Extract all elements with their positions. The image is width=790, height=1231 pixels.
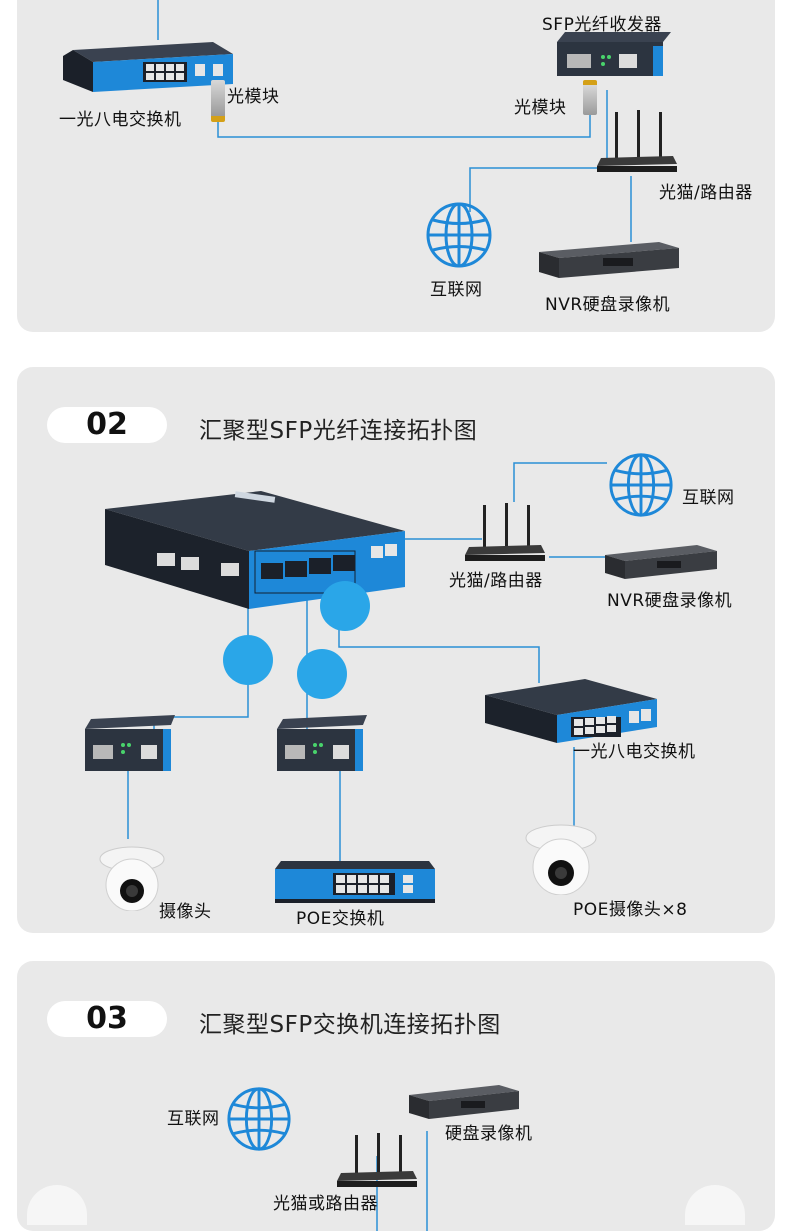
sfp-module-left (211, 80, 225, 122)
sfp-switch-graphic (105, 491, 405, 609)
router-device (597, 110, 677, 176)
router-graphic (337, 1133, 417, 1187)
internet-globe-icon (424, 200, 494, 270)
nvr-label: NVR硬盘录像机 (545, 295, 671, 315)
section-3-card: 03 汇聚型SFP交换机连接拓扑图 互联网 硬盘录像机 (17, 961, 775, 1231)
switch-device-graphic (63, 42, 233, 92)
router-label: 光猫/路由器 (659, 183, 753, 203)
sfp-aggregation-switch (105, 491, 405, 609)
nvr-label: NVR硬盘录像机 (607, 591, 733, 611)
sfp-transceiver-device (557, 32, 671, 76)
poe-switch-graphic (275, 861, 435, 903)
module-right-label: 光模块 (514, 98, 567, 118)
internet-globe-icon (607, 451, 675, 519)
camera-label: 摄像头 (159, 902, 212, 922)
router-device (337, 1133, 417, 1189)
globe-icon (609, 453, 673, 517)
switch-label: 一光八电交换机 (573, 742, 696, 762)
camera-left-graphic (99, 846, 165, 912)
sfp-transceiver-left (85, 715, 175, 771)
sfp-module-pair-2 (297, 649, 347, 699)
module-left-label: 光模块 (227, 87, 280, 107)
nvr-graphic (605, 545, 717, 579)
sfp-module-right (583, 80, 597, 115)
sfp-module-pair-3 (320, 581, 370, 631)
camera-right-graphic (525, 824, 597, 896)
switch-graphic (485, 679, 657, 743)
section-1-wires (157, 0, 632, 242)
router-graphic (597, 110, 677, 172)
section-3-number-pill: 03 (47, 1001, 167, 1037)
router-graphic (465, 503, 545, 561)
globe-icon (227, 1087, 291, 1151)
internet-label: 互联网 (430, 280, 483, 300)
sfp-module-pair-1 (223, 635, 273, 685)
nvr-graphic (539, 242, 679, 278)
dome-camera-right (523, 823, 599, 896)
nvr-device (539, 242, 679, 278)
section-2-card: 02 汇聚型SFP光纤连接拓扑图 (17, 367, 775, 933)
transceiver-left-graphic (85, 715, 175, 771)
section-2-number-pill: 02 (47, 407, 167, 443)
globe-icon (426, 202, 492, 268)
internet-label: 互联网 (167, 1109, 220, 1129)
sfp-transceiver-middle (277, 715, 367, 771)
router-label: 光猫或路由器 (273, 1194, 378, 1214)
transceiver-middle-graphic (277, 715, 367, 771)
nvr-graphic (409, 1085, 519, 1119)
nvr-device (605, 545, 717, 579)
dome-camera-left (97, 845, 167, 912)
internet-globe-icon (225, 1085, 293, 1153)
section-1-card: 一光八电交换机 光模块 SFP光纤收发器 光模块 光猫/路由器 (17, 0, 775, 332)
router-label: 光猫/路由器 (449, 571, 543, 591)
internet-label: 互联网 (682, 488, 735, 508)
section-3-title: 汇聚型SFP交换机连接拓扑图 (199, 1012, 501, 1038)
switch-device (485, 679, 657, 743)
nvr-device (409, 1085, 519, 1119)
poe-switch-device (275, 861, 435, 903)
switch-label: 一光八电交换机 (59, 110, 182, 130)
poe-camera-label: POE摄像头×8 (573, 900, 688, 920)
sfp-transceiver-label: SFP光纤收发器 (542, 15, 662, 35)
sfp-transceiver-graphic (557, 32, 671, 76)
poe-switch-label: POE交换机 (296, 909, 385, 929)
router-device (465, 503, 545, 565)
section-2-title: 汇聚型SFP光纤连接拓扑图 (199, 418, 478, 444)
switch-device (63, 42, 233, 92)
nvr-label: 硬盘录像机 (445, 1124, 533, 1144)
